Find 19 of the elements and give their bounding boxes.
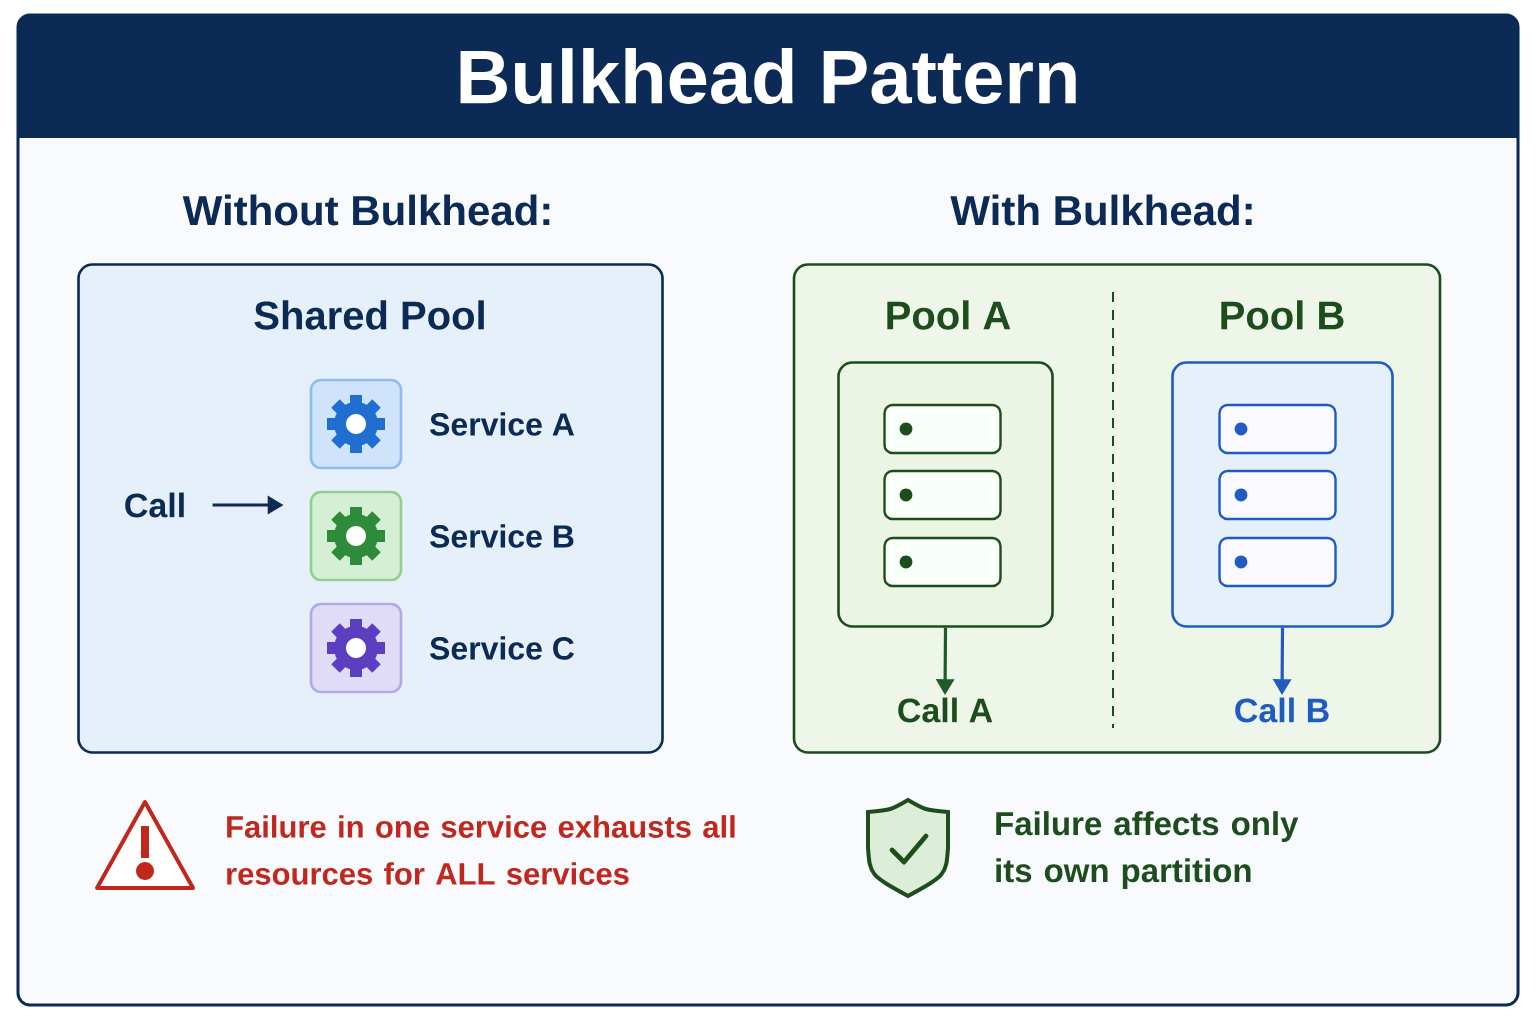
service-label: Service B — [430, 524, 574, 548]
slot-bar — [1218, 536, 1337, 588]
success-text: Failure affects only its own partition — [996, 811, 1299, 889]
node-label: Pool A — [887, 300, 1011, 330]
call-label: Call — [125, 492, 184, 518]
node-label: Pool B — [1221, 300, 1344, 330]
section-heading: With Bulkhead: — [950, 194, 1252, 226]
call-label: Call A — [898, 697, 993, 723]
service-label: Service A — [430, 412, 575, 436]
service-label: Service C — [430, 636, 575, 660]
call-label: Call B — [1235, 697, 1329, 723]
warning-text: Failure in one service exhausts all resources for ALL services — [227, 815, 735, 885]
header-band: Bulkhead Pattern — [18, 15, 1518, 138]
section-heading: Without Bulkhead: — [182, 194, 550, 226]
slot-bar — [883, 469, 1002, 521]
slot-bar — [883, 403, 1002, 455]
slot-bar — [1218, 469, 1337, 521]
slot-bar — [883, 536, 1002, 588]
slot-bar — [1218, 403, 1337, 455]
